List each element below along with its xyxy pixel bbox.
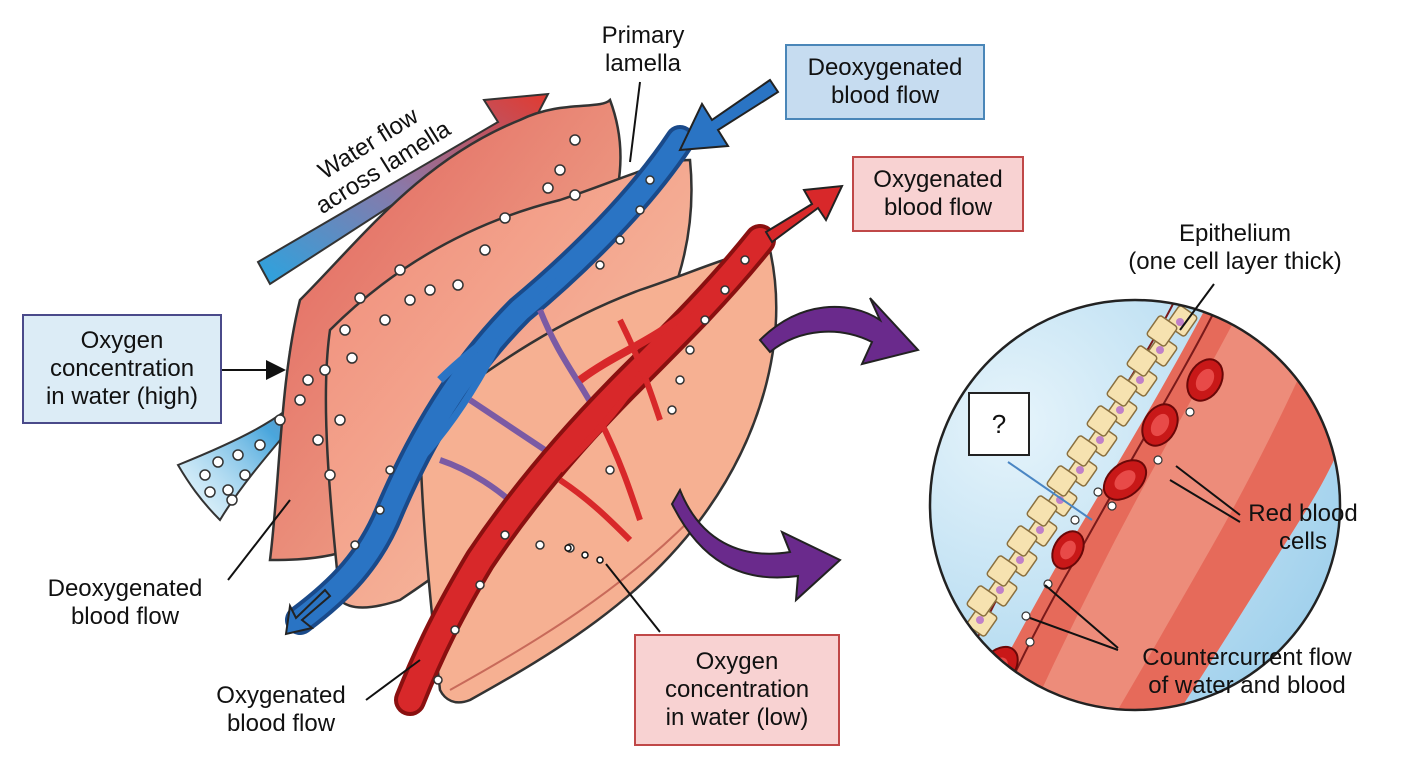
- label-primary-lamella: Primary lamella: [601, 22, 685, 77]
- label-oxygen-low: Oxygen concentration in water (low): [634, 634, 840, 746]
- label-oxygen-high: Oxygen concentration in water (high): [22, 314, 222, 424]
- callout-arrow-bottom: [670, 487, 842, 603]
- label-countercurrent: Countercurrent flow of water and blood: [1142, 644, 1352, 699]
- deoxygenated-inflow-arrow: [678, 78, 780, 152]
- label-red-blood-cells: Red blood cells: [1248, 500, 1358, 555]
- oxygenated-outflow-arrow: [764, 184, 844, 244]
- label-oxygenated-bottom: Oxygenated blood flow: [216, 682, 346, 737]
- label-epithelium: Epithelium (one cell layer thick): [1128, 220, 1342, 275]
- oxygen-dots: [199, 134, 750, 685]
- label-deoxygenated-top: Deoxygenated blood flow: [785, 44, 985, 120]
- label-deoxygenated-bottom: Deoxygenated blood flow: [47, 575, 203, 630]
- leader-lines: [222, 81, 1241, 701]
- label-oxygenated-top: Oxygenated blood flow: [852, 156, 1024, 232]
- label-question-box: ?: [968, 392, 1030, 456]
- deoxygenated-outflow-arrow: [284, 588, 332, 636]
- oxygenated-vessel: [394, 224, 776, 716]
- callout-arrow-top: [758, 297, 920, 366]
- deoxygenated-vessel: [285, 125, 695, 635]
